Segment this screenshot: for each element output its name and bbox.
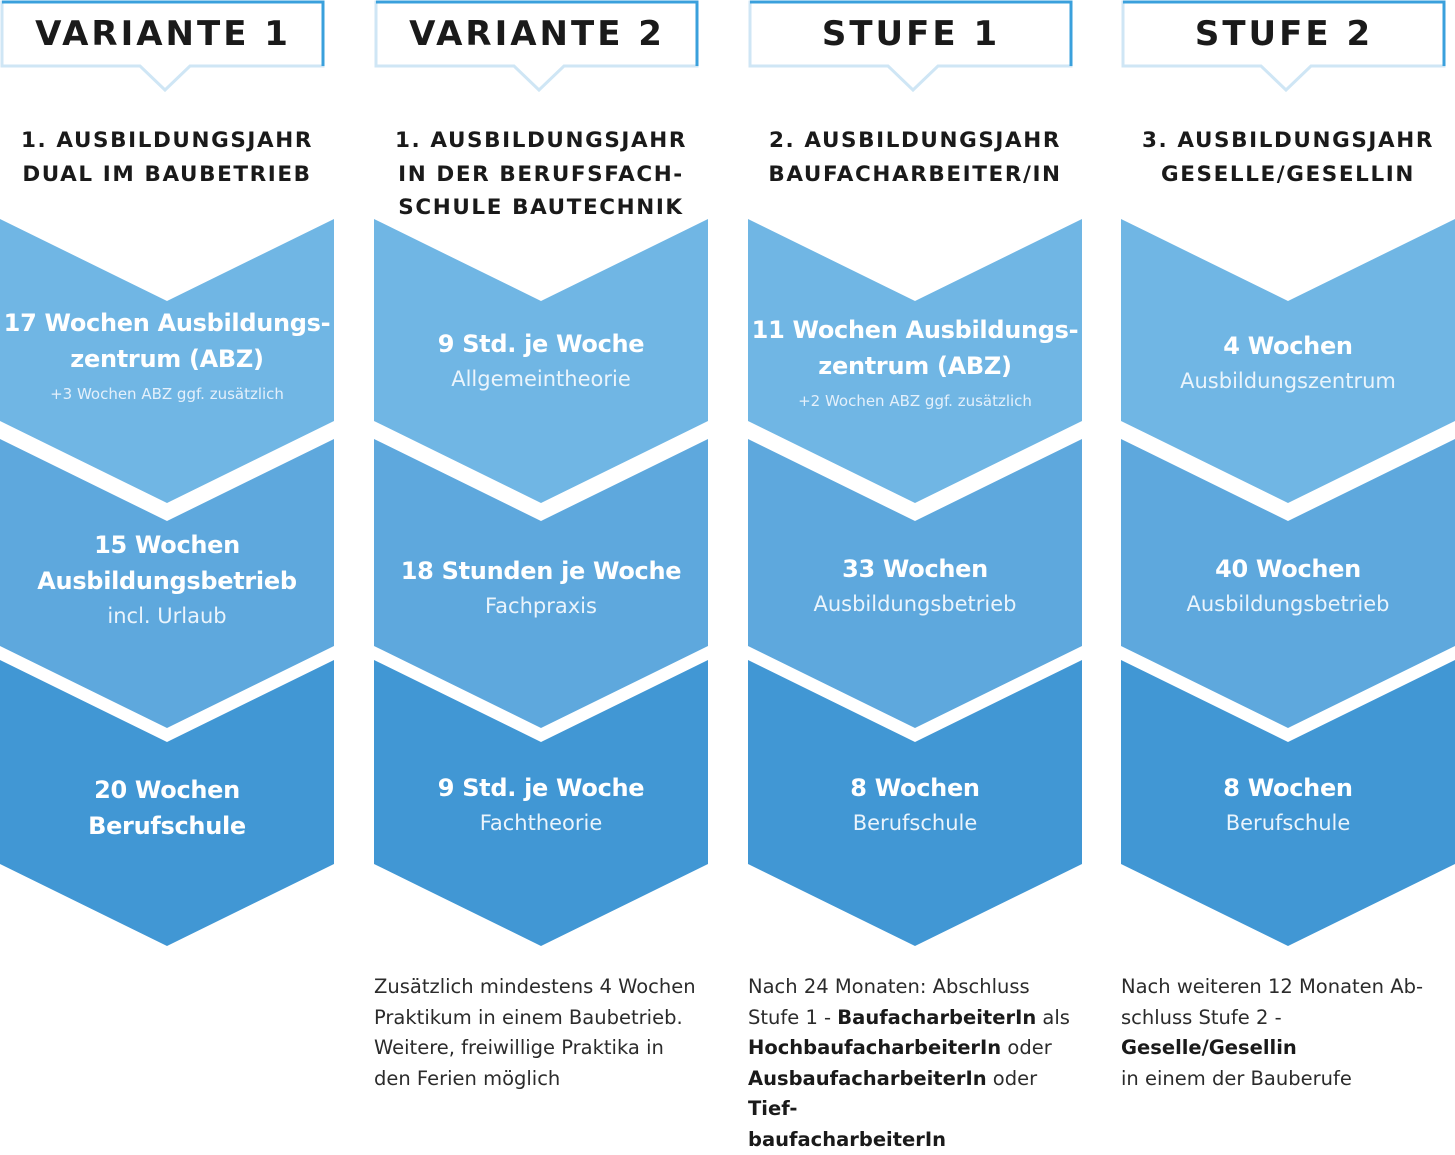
block-title: 33 Wochen	[748, 551, 1082, 587]
block-text-1: 17 Wochen Ausbildungs-zentrum (ABZ)+3 Wo…	[0, 305, 334, 411]
footnote-text: oder	[1001, 1036, 1052, 1059]
block-title: 4 Wochen	[1121, 328, 1455, 364]
footnote-bold: HochbaufacharbeiterIn	[748, 1036, 1001, 1059]
block-text-1: 11 Wochen Ausbildungs-zentrum (ABZ)+2 Wo…	[748, 312, 1082, 418]
footnote-text: Praktikum in einem Baubetrieb.	[374, 1006, 683, 1029]
block-subtitle: Fachpraxis	[374, 589, 708, 623]
footnote-text: den Ferien möglich	[374, 1067, 560, 1090]
block-title: 17 Wochen Ausbildungs-	[0, 305, 334, 341]
footnote-bold: AusbaufacharbeiterIn	[748, 1067, 987, 1090]
block-subtitle: Allgemeintheorie	[374, 362, 708, 396]
footnote-text: als	[1036, 1006, 1070, 1029]
block-title: 9 Std. je Woche	[374, 326, 708, 362]
footnote-line: Weitere, freiwillige Praktika in	[374, 1033, 708, 1064]
block-subtitle: Berufschule	[748, 806, 1082, 840]
block-title: 8 Wochen	[1121, 770, 1455, 806]
footnote-line: schluss Stufe 2 - Geselle/Gesellin	[1121, 1003, 1455, 1064]
block-title: 9 Std. je Woche	[374, 770, 708, 806]
footnote-text: schluss Stufe 2 -	[1121, 1006, 1282, 1029]
block-subtitle: Berufschule	[1121, 806, 1455, 840]
block-subtitle: Ausbildungszentrum	[1121, 364, 1455, 398]
footnote-bold: Tief-	[748, 1097, 797, 1120]
block-title: 15 Wochen	[0, 527, 334, 563]
footnote-text: Zusätzlich mindestens 4 Wochen	[374, 975, 696, 998]
footnote-line: Stufe 1 - BaufacharbeiterIn als	[748, 1003, 1082, 1034]
block-subtitle: Fachtheorie	[374, 806, 708, 840]
footnote-line: Nach weiteren 12 Monaten Ab-	[1121, 972, 1455, 1003]
block-title: 40 Wochen	[1121, 551, 1455, 587]
block-subtitle: Ausbildungsbetrieb	[748, 587, 1082, 621]
block-subtitle: incl. Urlaub	[0, 599, 334, 633]
block-title: 8 Wochen	[748, 770, 1082, 806]
footnote-line: Praktikum in einem Baubetrieb.	[374, 1003, 708, 1034]
footnote-line: Zusätzlich mindestens 4 Wochen	[374, 972, 708, 1003]
footnote: Nach weiteren 12 Monaten Ab-schluss Stuf…	[1121, 972, 1455, 1094]
block-title: 18 Stunden je Woche	[374, 553, 708, 589]
footnote-text: Nach weiteren 12 Monaten Ab-	[1121, 975, 1423, 998]
footnote-text: in einem der Bauberufe	[1121, 1067, 1352, 1090]
footnote-bold: Geselle/Gesellin	[1121, 1036, 1297, 1059]
block-title: Berufschule	[0, 808, 334, 844]
block-title: 11 Wochen Ausbildungs-	[748, 312, 1082, 348]
footnote-bold: BaufacharbeiterIn	[837, 1006, 1036, 1029]
block-title: Ausbildungsbetrieb	[0, 563, 334, 599]
block-title: zentrum (ABZ)	[0, 341, 334, 377]
footnote-text: Weitere, freiwillige Praktika in	[374, 1036, 664, 1059]
block-title: zentrum (ABZ)	[748, 348, 1082, 384]
footnote-text: Nach 24 Monaten: Abschluss	[748, 975, 1030, 998]
block-footnote: +3 Wochen ABZ ggf. zusätzlich	[0, 377, 334, 411]
block-title: 20 Wochen	[0, 772, 334, 808]
footnote-line: AusbaufacharbeiterIn oder Tief-	[748, 1064, 1082, 1125]
footnote-line: den Ferien möglich	[374, 1064, 708, 1095]
footnote-line: baufacharbeiterIn	[748, 1125, 1082, 1155]
block-subtitle: Ausbildungsbetrieb	[1121, 587, 1455, 621]
footnote-bold: baufacharbeiterIn	[748, 1128, 946, 1151]
footnote-line: HochbaufacharbeiterIn oder	[748, 1033, 1082, 1064]
footnote-line: Nach 24 Monaten: Abschluss	[748, 972, 1082, 1003]
footnote-text: Stufe 1 -	[748, 1006, 837, 1029]
footnote-line: in einem der Bauberufe	[1121, 1064, 1455, 1095]
block-footnote: +2 Wochen ABZ ggf. zusätzlich	[748, 384, 1082, 418]
footnote-text: oder	[987, 1067, 1038, 1090]
